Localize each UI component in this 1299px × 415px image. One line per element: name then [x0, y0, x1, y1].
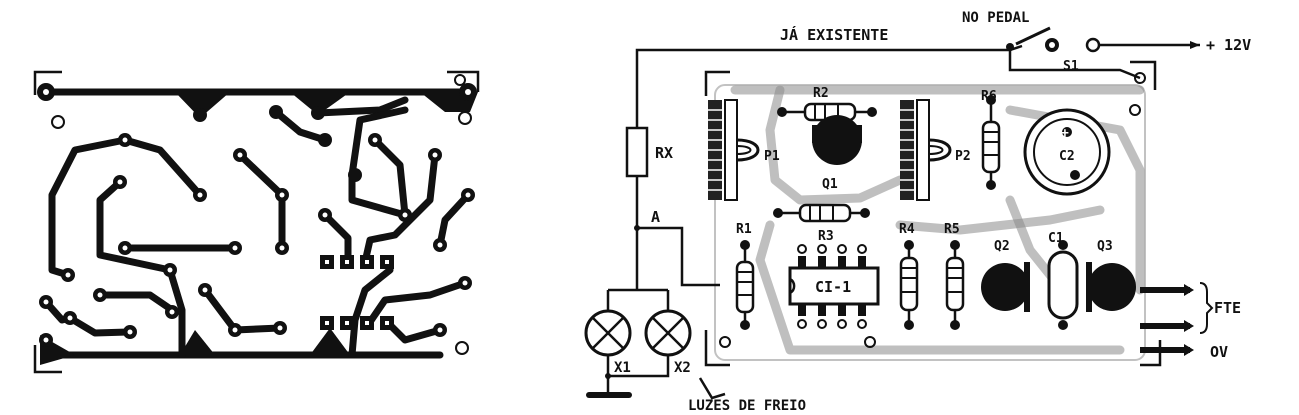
lamp-x2 [644, 309, 692, 357]
trace [348, 258, 394, 359]
x1-label: X1 [614, 360, 631, 376]
trace [66, 314, 134, 337]
ci1-label: CI-1 [815, 278, 851, 296]
node-a-label: A [651, 208, 660, 226]
mounting-holes [51, 74, 472, 355]
trace [361, 151, 439, 266]
trace [236, 151, 286, 252]
q3-label: Q3 [1097, 239, 1113, 254]
q2-transistor [981, 262, 1030, 312]
c1-label: C1 [1048, 231, 1064, 246]
r1-label: R1 [736, 222, 752, 237]
ci1-ic [788, 244, 880, 329]
trace [48, 136, 129, 279]
q2-label: Q2 [994, 239, 1010, 254]
c2-capacitor [1023, 108, 1111, 196]
trace [386, 321, 444, 344]
q3-transistor [1086, 262, 1136, 312]
component-pads [719, 72, 1146, 348]
r1-resistor [735, 240, 755, 330]
r6-resistor [981, 95, 1001, 190]
rx-label: RX [655, 144, 673, 162]
p2-label: P2 [955, 149, 971, 164]
corner-mark [447, 70, 480, 92]
copper-pad-area [290, 92, 350, 115]
solder-pads [37, 83, 477, 347]
c2-plus-sign: + [1061, 126, 1069, 141]
trace [201, 286, 284, 334]
trace [121, 136, 204, 199]
c2-label: C2 [1059, 149, 1075, 164]
fte-label: FTE [1214, 299, 1241, 317]
rx-resistor [625, 126, 649, 178]
trace [314, 96, 409, 117]
q1-transistor [812, 115, 862, 165]
trace [321, 211, 352, 266]
rx-wire [635, 44, 1023, 130]
trace [366, 279, 469, 326]
r3-resistor [773, 203, 870, 223]
s1-label: S1 [1063, 59, 1079, 74]
c1-capacitor [1047, 240, 1079, 330]
trace [371, 136, 409, 219]
r5-label: R5 [944, 222, 960, 237]
trace [272, 108, 329, 144]
ja-existente-label: JÁ EXISTENTE [780, 25, 888, 44]
r4-label: R4 [899, 222, 915, 237]
r6-label: R6 [981, 89, 997, 104]
r4-resistor [899, 240, 919, 330]
q1-label: Q1 [822, 177, 838, 192]
copper-pad-area [310, 328, 350, 355]
ov-label: OV [1210, 343, 1228, 361]
trace [96, 178, 186, 359]
pad-holes [43, 89, 471, 343]
luzes-de-freio-label: LUZES DE FREIO [688, 398, 806, 414]
p1-label: P1 [764, 149, 780, 164]
pcb-copper-layout [33, 70, 480, 374]
trace [436, 191, 472, 249]
pcb-component-layout [584, 26, 1214, 400]
output-connectors [1140, 282, 1214, 356]
p1-trimmer [708, 99, 760, 201]
r5-resistor [945, 240, 965, 330]
copper-pad-area [180, 330, 215, 355]
r3-label: R3 [818, 229, 834, 244]
no-pedal-label: NO PEDAL [962, 10, 1029, 26]
corner-mark [33, 345, 62, 374]
switch-s1 [1015, 26, 1051, 46]
p2-trimmer [900, 99, 952, 201]
ground-symbol [586, 392, 632, 398]
lamp-x1 [584, 309, 632, 357]
trace [96, 291, 176, 314]
copper-pad-area [175, 92, 230, 118]
r2-label: R2 [813, 86, 829, 101]
plus-12v-label: + 12V [1206, 36, 1251, 54]
x2-label: X2 [674, 360, 691, 376]
corner-mark [33, 70, 62, 95]
